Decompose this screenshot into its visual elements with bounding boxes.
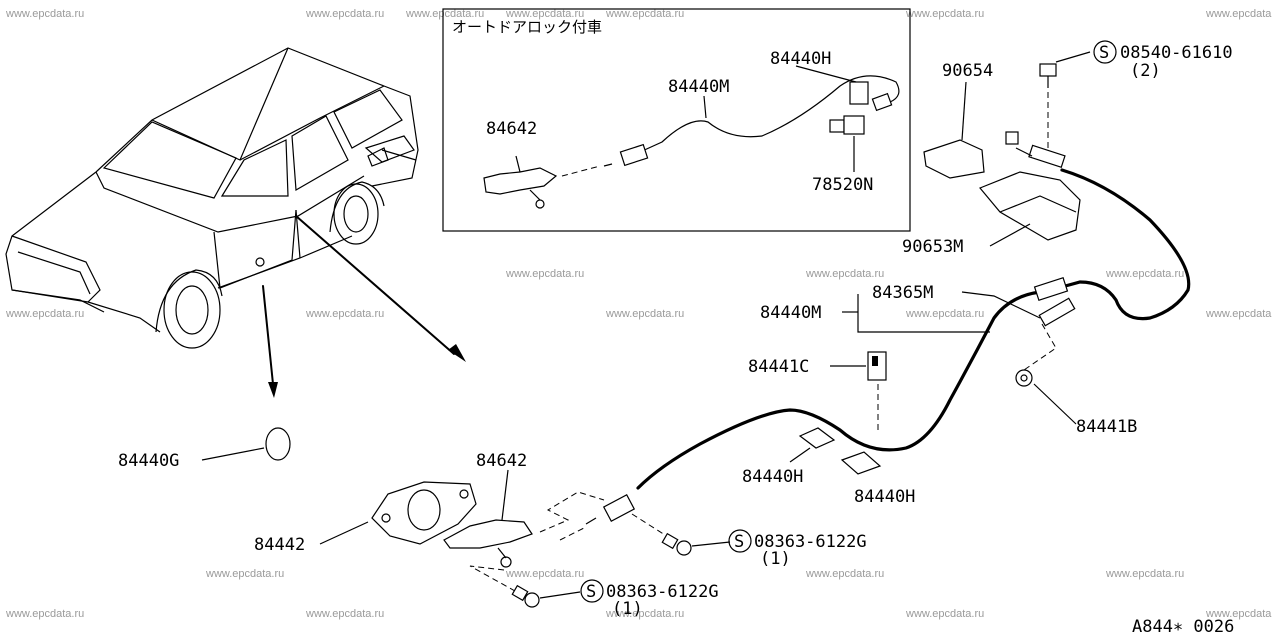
s-symbol: S: [586, 582, 596, 602]
watermark: www.epcdata.ru: [405, 8, 484, 20]
s-symbol: S: [734, 532, 744, 552]
part-label-84642: 84642: [486, 119, 537, 139]
part-label-84440m: 84440M: [668, 77, 729, 97]
watermark: www.epcdata.ru: [5, 308, 84, 320]
watermark: www.epcdata.ru: [1205, 8, 1272, 20]
part-label-84441b: 84441B: [1076, 417, 1137, 437]
fuel-lid-opener-assembly: S 08540-61610 (2) 90654 90653M 84441B: [636, 40, 1233, 507]
watermark: www.epcdata.ru: [1205, 308, 1272, 320]
part-label-84440h: 84440H: [770, 49, 831, 69]
figure-code: A844∗ 0026: [1132, 617, 1234, 636]
watermark: www.epcdata.ru: [805, 568, 884, 580]
part-label-08363-6122g-a: 08363-6122G: [754, 532, 867, 552]
station-wagon-illustration: [5, 47, 419, 349]
watermark-layer: www.epcdata.ru www.epcdata.ru www.epcdat…: [5, 8, 1272, 620]
inset-caption: オートドアロック付車: [452, 18, 602, 36]
part-label-90653m: 90653M: [902, 237, 963, 257]
opener-handle-assembly: 84442 84642 84440G S 08363-6122G (1) S 0…: [118, 427, 867, 619]
part-label-84642: 84642: [476, 451, 527, 471]
watermark: www.epcdata.ru: [305, 308, 384, 320]
label-sticker-84440h-inset: [849, 81, 869, 105]
watermark: www.epcdata.ru: [5, 608, 84, 620]
watermark: www.epcdata.ru: [605, 8, 684, 20]
part-qty-08363-b: (1): [612, 599, 643, 619]
watermark: www.epcdata.ru: [205, 568, 284, 580]
watermark: www.epcdata.ru: [505, 568, 584, 580]
part-qty-08363-a: (1): [760, 549, 791, 569]
watermark: www.epcdata.ru: [605, 608, 684, 620]
watermark: www.epcdata.ru: [1105, 268, 1184, 280]
part-label-90654: 90654: [942, 61, 993, 81]
watermark: www.epcdata.ru: [1105, 568, 1184, 580]
part-label-84440h-b: 84440H: [854, 487, 915, 507]
part-label-84365m: 84365M: [872, 283, 933, 303]
part-label-78520n: 78520N: [812, 175, 873, 195]
watermark: www.epcdata.ru: [905, 308, 984, 320]
part-qty-08540: (2): [1130, 61, 1161, 81]
watermark: www.epcdata.ru: [305, 608, 384, 620]
watermark: www.epcdata.ru: [905, 608, 984, 620]
watermark: www.epcdata.ru: [505, 8, 584, 20]
inset-frame: [442, 8, 911, 232]
watermark: www.epcdata.ru: [805, 268, 884, 280]
watermark: www.epcdata.ru: [505, 268, 584, 280]
part-label-84442: 84442: [254, 535, 305, 555]
part-label-84440m: 84440M: [760, 303, 821, 323]
part-label-08363-6122g-b: 08363-6122G: [606, 582, 719, 602]
watermark: www.epcdata.ru: [905, 8, 984, 20]
pointer-arrows: [262, 215, 466, 398]
watermark: www.epcdata.ru: [5, 8, 84, 20]
part-label-08540-61610: 08540-61610: [1120, 43, 1233, 63]
watermark: www.epcdata.ru: [305, 8, 384, 20]
watermark: www.epcdata.ru: [1205, 608, 1272, 620]
part-label-84440g: 84440G: [118, 451, 179, 471]
s-symbol-circle: [1093, 40, 1117, 64]
watermark: www.epcdata.ru: [605, 308, 684, 320]
part-label-84440h-a: 84440H: [742, 467, 803, 487]
s-symbol: S: [1099, 43, 1109, 63]
auto-door-lock-inset: オートドアロック付車 84440H 84440M 84642 78520N: [442, 8, 911, 232]
part-label-84441c: 84441C: [748, 357, 809, 377]
